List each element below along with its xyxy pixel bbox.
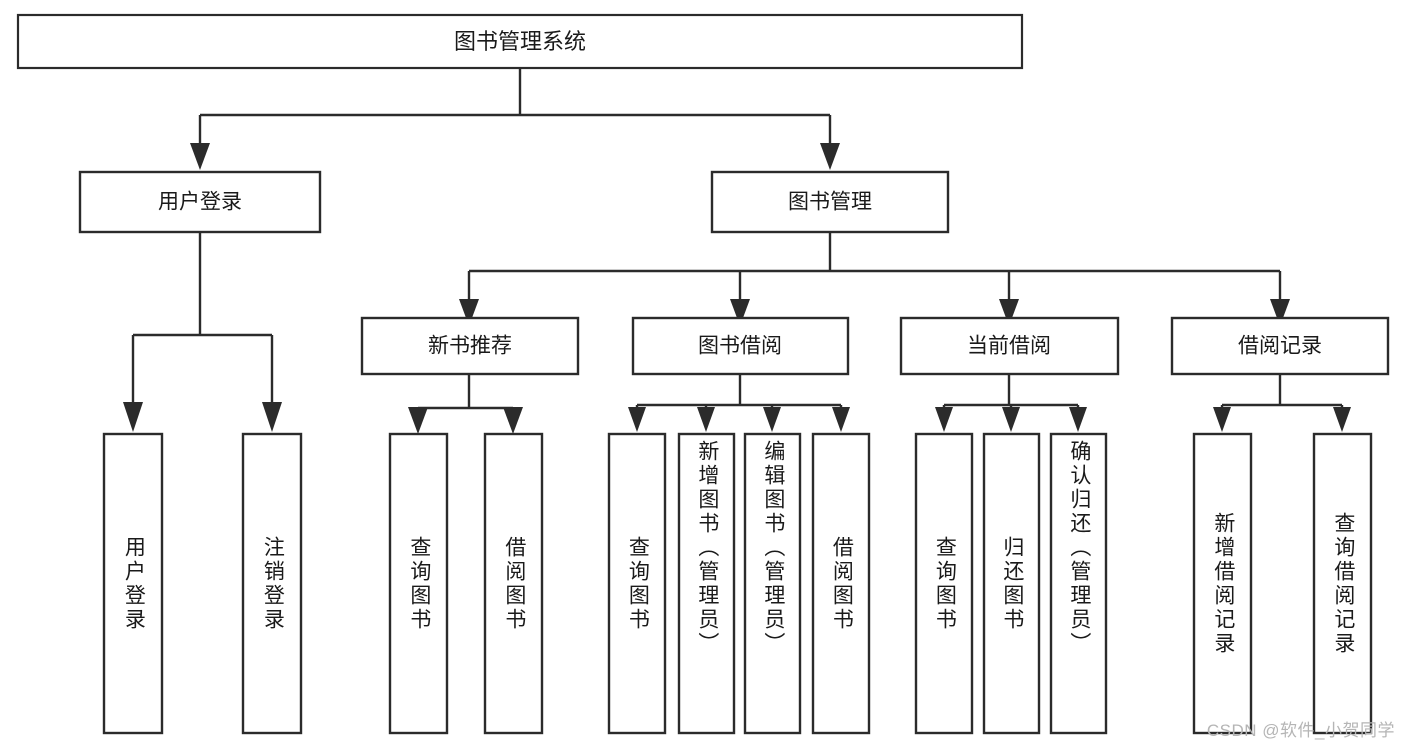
arrow-head-icon [123,402,143,432]
arrow-head-icon [730,299,750,326]
node-leaf-book-borrow-3[interactable] [811,432,871,735]
node-leaf-new-book-0[interactable] [388,432,449,735]
node-leaf-book-borrow-1[interactable] [677,432,736,735]
arrow-head-icon [935,407,953,432]
arrow-head-icon [262,402,282,432]
arrow-head-icon [503,407,523,434]
node-new-book-recommend-label: 新书推荐 [428,335,512,358]
arrow-head-icon [1069,407,1087,432]
node-current-borrow[interactable]: 当前借阅 [899,316,1120,376]
node-root[interactable]: 图书管理系统 [16,13,1024,70]
node-leaf-borrow-record-0[interactable] [1192,432,1253,735]
node-leaf-borrow-record-1[interactable] [1312,432,1373,735]
arrow-head-icon [1002,407,1020,432]
node-leaf-current-borrow-2[interactable] [1049,432,1108,735]
node-leaf-current-borrow-0[interactable] [914,432,974,735]
node-leaf-book-borrow-2[interactable] [743,432,802,735]
node-user-login[interactable]: 用户登录 [78,170,322,234]
node-book-manage-label: 图书管理 [788,191,872,214]
node-new-book-recommend[interactable]: 新书推荐 [360,316,580,376]
node-user-login-label: 用户登录 [158,191,242,214]
arrow-head-icon [459,299,479,326]
node-book-borrow[interactable]: 图书借阅 [631,316,850,376]
arrow-head-icon [190,143,210,170]
node-leaf-user-login-1[interactable] [241,432,303,735]
arrow-heads [123,143,1351,434]
node-book-manage[interactable]: 图书管理 [710,170,950,234]
node-leaf-user-login-0[interactable] [102,432,164,735]
arrow-head-icon [628,407,646,432]
arrow-head-icon [1270,299,1290,326]
arrow-head-icon [820,143,840,170]
node-current-borrow-label: 当前借阅 [967,335,1051,358]
node-book-borrow-label: 图书借阅 [698,335,782,358]
arrow-head-icon [763,407,781,432]
arrow-head-icon [697,407,715,432]
node-leaf-new-book-1[interactable] [483,432,544,735]
node-borrow-record[interactable]: 借阅记录 [1170,316,1390,376]
node-leaf-current-borrow-1[interactable] [982,432,1041,735]
arrow-head-icon [999,299,1019,326]
node-root-label: 图书管理系统 [454,29,586,54]
node-borrow-record-label: 借阅记录 [1238,335,1322,358]
arrow-head-icon [1213,407,1231,432]
arrow-head-icon [408,407,428,434]
arrow-head-icon [1333,407,1351,432]
node-leaf-book-borrow-0[interactable] [607,432,667,735]
arrow-head-icon [832,407,850,432]
